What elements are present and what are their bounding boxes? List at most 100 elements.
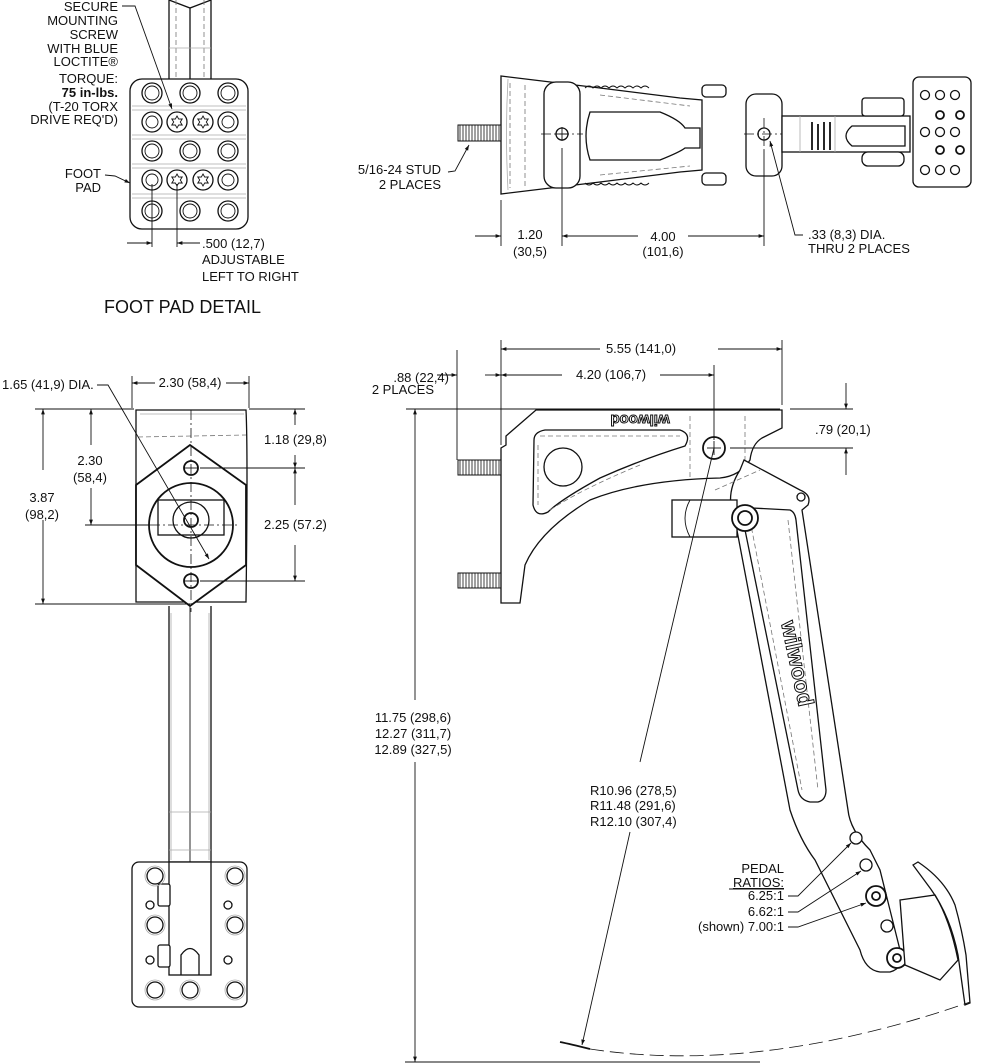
pushrod-clevis — [671, 499, 738, 538]
pad-hole — [919, 126, 931, 138]
pad-hole-inner — [182, 143, 198, 159]
foot-pad-label: PAD — [75, 180, 101, 195]
ratios-heading: PEDAL — [741, 861, 784, 876]
pad-hole — [217, 140, 239, 162]
pad-hole-inner — [182, 85, 198, 101]
screw-note-line: SECURE — [64, 0, 119, 14]
torque-tool: DRIVE REQ'D) — [30, 112, 118, 127]
pad-hole — [146, 867, 164, 885]
adjust-note: ADJUSTABLE — [202, 252, 285, 267]
pedal-height: 12.27 (311,7) — [375, 726, 451, 741]
pad-hole — [181, 981, 199, 999]
pad-hole-inner — [220, 203, 236, 219]
pad-grooves — [132, 105, 246, 199]
pad-hole-ring — [224, 865, 246, 887]
pad-hole — [141, 82, 163, 104]
screw-note: SECURE MOUNTING SCREW WITH BLUE LOCTITE®… — [30, 0, 118, 127]
wilwood-logo-bracket: wilwood — [610, 411, 670, 428]
bracket-lightening-hole — [543, 447, 583, 487]
pad-hole — [217, 82, 239, 104]
mounting-stud — [457, 124, 502, 142]
pedal-height: 12.89 (327,5) — [374, 742, 451, 757]
foot-pad-side-holes — [919, 89, 965, 176]
foot-pad-plate — [129, 78, 249, 230]
width-dim: 2.30 (58,4) — [159, 375, 222, 390]
adjust-dimension: .500 (12,7) — [202, 236, 265, 251]
pedal-radius: R11.48 (291,6) — [590, 798, 676, 813]
foot-pad-label: FOOT — [65, 166, 101, 181]
pad-screw — [955, 145, 965, 155]
foot-pad-side — [912, 76, 972, 188]
torx-screw-icon — [196, 173, 210, 187]
foot-pad-edge — [912, 861, 971, 1006]
pad-hole — [949, 89, 961, 101]
pad-hole — [217, 111, 239, 133]
pad-hole — [226, 981, 244, 999]
ratio-hole-7-00 — [865, 885, 887, 907]
dim-stud-to-hole: 1.20 — [517, 227, 542, 242]
screw-note-line: MOUNTING — [47, 13, 118, 28]
pivot-offset-dim: 4.20 (106,7) — [576, 367, 646, 382]
torx-screw-icon — [170, 115, 184, 129]
pad-screw — [223, 900, 233, 910]
pivot-drop-dim: .79 (20,1) — [815, 422, 871, 437]
stud-length-dim: .88 (22,4) — [393, 370, 449, 385]
front-view: 1.65 (41,9) DIA. 2.30 (58,4) 2.30 (58,4)… — [2, 375, 327, 1008]
top-to-hole-dim: 1.18 (29,8) — [264, 432, 327, 447]
pivot-bracket-body — [500, 75, 703, 195]
pad-hole-inner — [221, 173, 235, 187]
pad-hole-inner — [144, 143, 160, 159]
side-view: wilwood wilwood — [372, 340, 971, 1063]
pedal-ratio: 6.25:1 — [748, 888, 784, 903]
pad-hole — [226, 867, 244, 885]
pad-screw — [935, 145, 945, 155]
dim-stud-to-hole-metric: (30,5) — [513, 244, 547, 259]
pad-screw — [955, 110, 965, 120]
stud-note: 5/16-24 STUD — [358, 162, 441, 177]
pad-hole-inner — [145, 115, 159, 129]
pedal-arm-stub — [168, 0, 212, 79]
pad-hole-inner — [182, 203, 198, 219]
pad-hole-ring — [224, 979, 246, 1001]
pad-hole-inner — [144, 85, 160, 101]
pad-hole-ring — [144, 865, 166, 887]
pad-screw — [145, 900, 155, 910]
pad-screw — [935, 110, 945, 120]
pad-hole-inner — [220, 85, 236, 101]
pad-hole — [949, 164, 961, 176]
foot-pad-detail-heading: FOOT PAD DETAIL — [104, 297, 261, 317]
pad-hole — [141, 111, 163, 133]
foot-pad-detail-view: SECURE MOUNTING SCREW WITH BLUE LOCTITE®… — [30, 0, 299, 317]
torque-tool: (T-20 TORX — [48, 99, 118, 114]
bore-dia-note: 1.65 (41,9) DIA. — [2, 377, 94, 392]
ratio-hole-6-62 — [859, 858, 873, 872]
foot-pad-front-holes — [144, 865, 246, 1001]
pad-hole — [179, 200, 201, 222]
pad-hole — [166, 111, 188, 133]
overall-height-metric: (98,2) — [25, 507, 59, 522]
pad-hole-ring — [144, 979, 166, 1001]
pad-holes — [141, 82, 239, 222]
ratios-heading: RATIOS: — [733, 875, 784, 890]
pad-hole — [949, 126, 961, 138]
mounting-stud — [457, 572, 502, 589]
pad-hole — [934, 126, 946, 138]
dim-hole-spacing-metric: (101,6) — [642, 244, 683, 259]
adjust-note: LEFT TO RIGHT — [202, 269, 299, 284]
pad-screw — [223, 955, 233, 965]
pad-hole — [179, 140, 201, 162]
pad-hole — [217, 169, 239, 191]
pad-hole — [179, 82, 201, 104]
overall-height: 3.87 — [29, 490, 54, 505]
pad-hole — [146, 981, 164, 999]
bracket-slot — [585, 111, 701, 161]
screw-note-line: WITH BLUE — [47, 41, 118, 56]
hole-note: .33 (8,3) DIA. — [808, 227, 885, 242]
pad-hole — [192, 111, 214, 133]
screw-note-line: LOCTITE® — [54, 54, 119, 69]
pad-hole — [217, 200, 239, 222]
pedal-height: 11.75 (298,6) — [375, 710, 451, 725]
pad-hole-inner — [220, 143, 236, 159]
pedal-ratio: 6.62:1 — [748, 904, 784, 919]
